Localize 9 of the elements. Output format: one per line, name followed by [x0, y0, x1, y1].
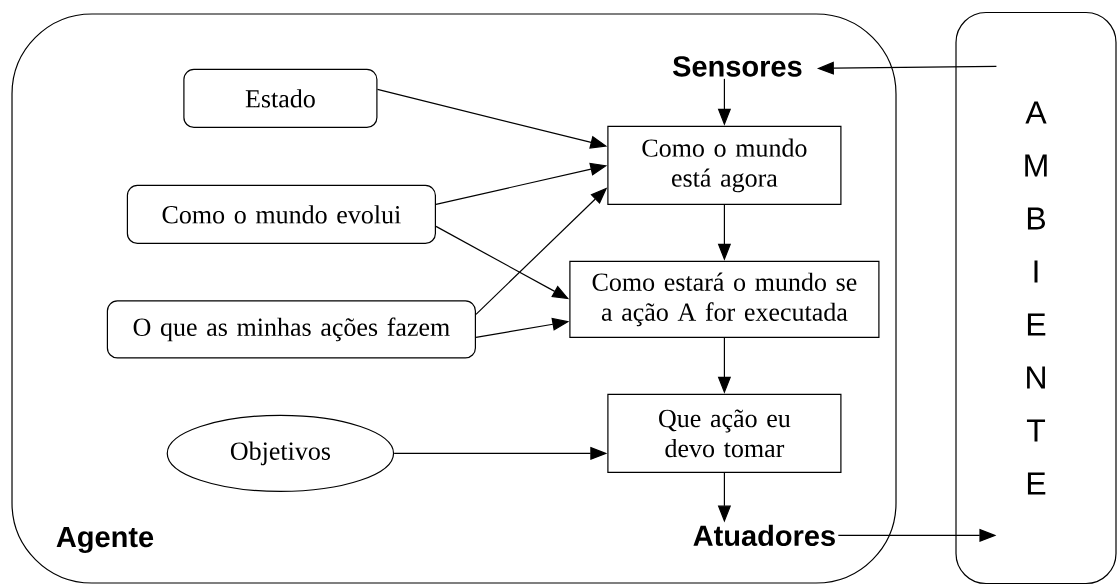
environment-frame: A M B I E N T E — [955, 11, 1117, 585]
sensors-label: Sensores — [672, 56, 802, 77]
process-box: Como estará o mundo se a ação A for executada — [569, 260, 880, 338]
rounded-box: Estado — [183, 68, 378, 128]
actuators-label: Atuadores — [693, 524, 835, 547]
process-box: Como o mundo está agora — [607, 125, 842, 205]
rounded-box: O que as minhas ações fazem — [106, 300, 476, 359]
process-box: Que ação eu devo tomar — [607, 393, 842, 473]
rounded-box: Como o mundo evolui — [126, 184, 436, 244]
